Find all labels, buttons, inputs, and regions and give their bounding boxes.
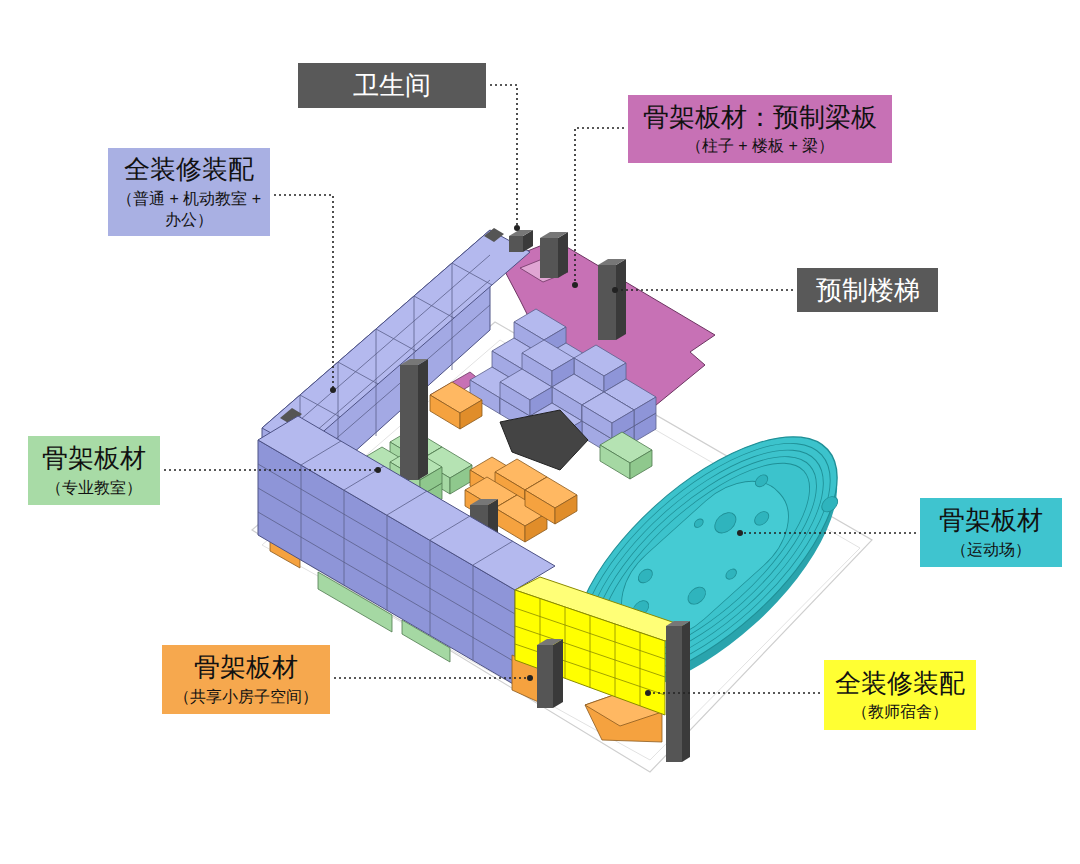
callout-subtitle: （普通 + 机动教室 + 办公） xyxy=(116,189,262,231)
callout-subtitle: （柱子 + 楼板 + 梁） xyxy=(686,136,834,157)
callout-box: 骨架板材 （运动场） xyxy=(920,498,1062,567)
courtyard-roof xyxy=(500,410,588,470)
callout-subtitle: （共享小房子空间） xyxy=(174,687,318,708)
callout-title: 骨架板材 xyxy=(194,651,298,684)
callout-box: 预制楼梯 xyxy=(797,268,938,312)
callout-title: 卫生间 xyxy=(353,69,431,102)
callout-box: 骨架板材 （专业教室） xyxy=(28,436,160,505)
callout-box: 骨架板材 （共享小房子空间） xyxy=(162,645,330,714)
callout-title: 骨架板材：预制梁板 xyxy=(643,101,877,134)
stair-core xyxy=(537,621,690,762)
callout-subtitle: （运动场） xyxy=(951,540,1031,561)
leader-dot xyxy=(330,225,743,696)
callout-box: 全装修装配（教师宿舍） xyxy=(824,660,976,730)
callout-box: 卫生间 xyxy=(298,63,486,108)
callout-title: 全装修装配 xyxy=(835,667,965,700)
callout-title: 骨架板材 xyxy=(42,442,146,475)
leader-line xyxy=(164,85,916,693)
callout-title: 全装修装配 xyxy=(124,153,254,186)
callout-subtitle: （教师宿舍） xyxy=(852,702,948,723)
callout-title: 骨架板材 xyxy=(939,504,1043,537)
callout-subtitle: （专业教室） xyxy=(46,478,142,499)
callout-box: 全装修装配（普通 + 机动教室 + 办公） xyxy=(108,148,270,236)
callout-box: 骨架板材：预制梁板（柱子 + 楼板 + 梁） xyxy=(628,95,892,163)
callout-title: 预制楼梯 xyxy=(816,274,920,307)
dormitory-block xyxy=(515,577,690,715)
